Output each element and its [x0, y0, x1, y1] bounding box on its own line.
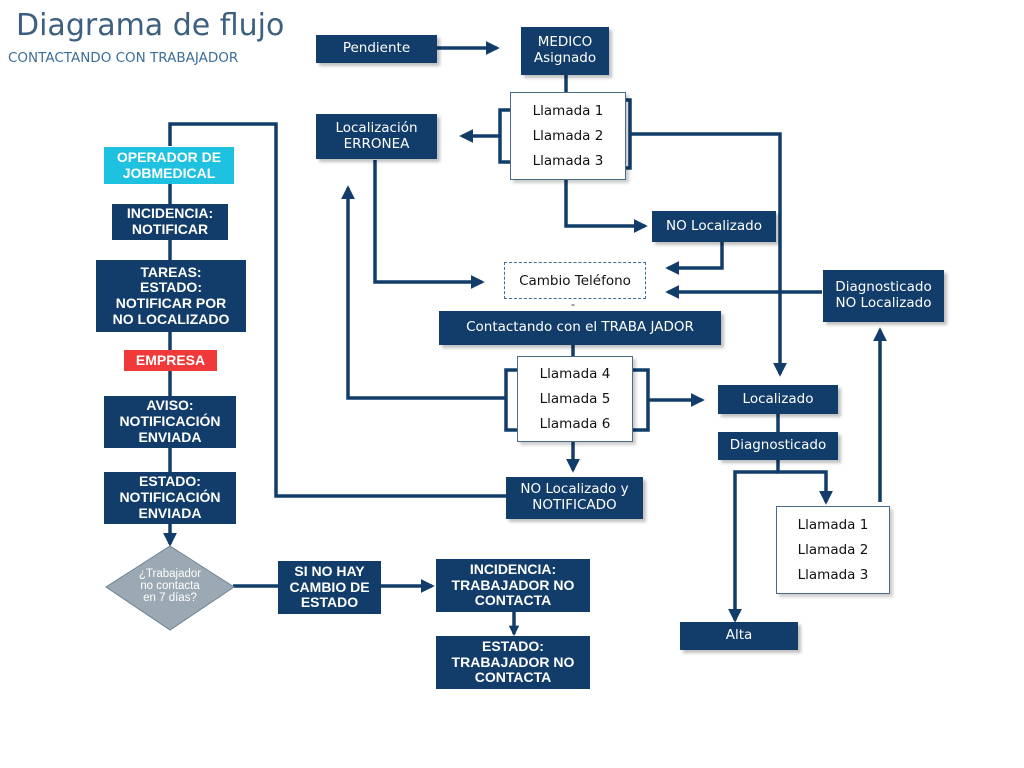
- cambio-telefono-box: Cambio Teléfono: [504, 262, 646, 299]
- arrow-erronea-cambio: [373, 160, 485, 289]
- decision-diamond: [105, 545, 235, 631]
- aviso-notificacion-box: AVISO: NOTIFICACIÓN ENVIADA: [104, 396, 236, 448]
- no-localizado-box: NO Localizado: [652, 211, 776, 242]
- calls-group-2: Llamada 4 Llamada 5 Llamada 6: [517, 356, 633, 442]
- no-localizado-notificado-box: NO Localizado y NOTIFICADO: [506, 477, 643, 519]
- call-item: Llamada 3: [797, 566, 869, 583]
- arrow-diagnosticado-calls3: [776, 460, 833, 505]
- call-item: Llamada 6: [539, 415, 611, 432]
- estado-notificacion-box: ESTADO: NOTIFICACIÓN ENVIADA: [104, 472, 236, 524]
- diagnosticado-box: Diagnosticado: [718, 432, 838, 460]
- calls-group-3: Llamada 1 Llamada 2 Llamada 3: [776, 506, 890, 594]
- call-item: Llamada 3: [532, 152, 604, 169]
- arrow-nolocalizado-cambio: [665, 242, 724, 275]
- incidencia-notificar-box: INCIDENCIA: NOTIFICAR: [112, 204, 228, 240]
- contactando-trabajador-box: Contactando con el TRABA JADOR: [439, 311, 721, 345]
- bracket-calls2-left: [504, 368, 517, 432]
- call-item: Llamada 4: [539, 365, 611, 382]
- alta-box: Alta: [680, 622, 798, 650]
- medico-asignado-box: MEDICO Asignado: [521, 27, 609, 75]
- arrow-diagnosticado-alta: [728, 470, 778, 623]
- tareas-estado-box: TAREAS: ESTADO: NOTIFICAR POR NO LOCALIZ…: [96, 260, 246, 332]
- calls-group-1: Llamada 1 Llamada 2 Llamada 3: [510, 92, 626, 180]
- operador-jobmedical-box: OPERADOR DE JOBMEDICAL: [104, 147, 234, 184]
- call-item: Llamada 2: [797, 541, 869, 558]
- diagnosticado-no-localizado-box: Diagnosticado NO Localizado: [823, 270, 944, 322]
- dash-mark: -: [571, 297, 575, 311]
- arrow-calls1-nolocalizado: [564, 180, 648, 233]
- incidencia-trabajador-box: INCIDENCIA: TRABAJADOR NO CONTACTA: [436, 559, 590, 612]
- arrow-calls2-erronea: [341, 185, 506, 400]
- si-no-hay-cambio-box: SI NO HAY CAMBIO DE ESTADO: [278, 561, 381, 614]
- loop-notificado-operador: [168, 122, 506, 498]
- call-item: Llamada 2: [532, 127, 604, 144]
- pendiente-box: Pendiente: [316, 35, 437, 63]
- page-title: Diagrama de flujo: [16, 8, 285, 43]
- localizado-box: Localizado: [718, 385, 838, 414]
- bracket-calls1-left: [498, 108, 510, 164]
- empresa-box: EMPRESA: [124, 350, 217, 371]
- localizacion-erronea-box: Localización ERRONEA: [316, 114, 437, 159]
- call-item: Llamada 5: [539, 390, 611, 407]
- decision-label: ¿Trabajador no contacta en 7 días?: [138, 568, 202, 605]
- page-subtitle: CONTACTANDO CON TRABAJADOR: [8, 50, 239, 66]
- call-item: Llamada 1: [797, 516, 869, 533]
- estado-trabajador-box: ESTADO: TRABAJADOR NO CONTACTA: [436, 636, 590, 689]
- call-item: Llamada 1: [532, 102, 604, 119]
- arrow-calls1-localizado: [630, 132, 787, 377]
